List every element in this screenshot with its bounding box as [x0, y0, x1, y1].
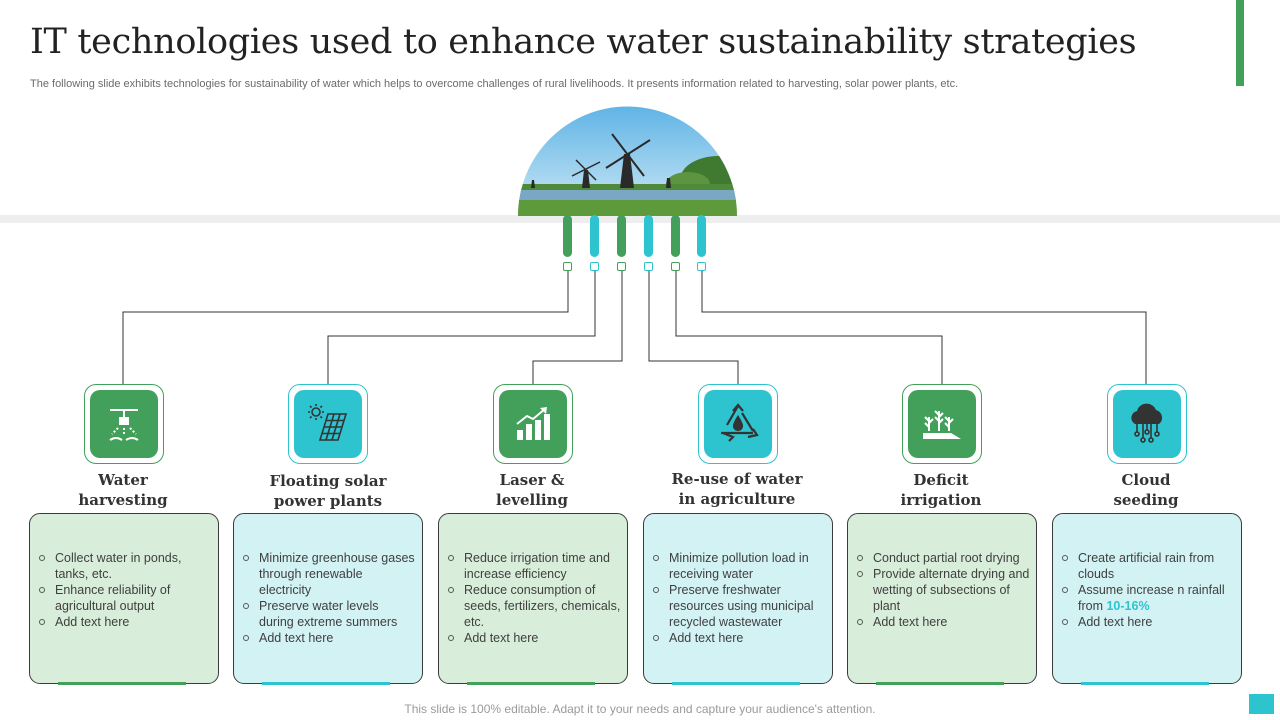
connector-pin: [671, 215, 680, 257]
info-card: Reduce irrigation time and increase effi…: [438, 513, 628, 685]
card-underline: [1081, 682, 1209, 685]
info-card: Create artificial rain from clouds Assum…: [1052, 513, 1242, 685]
bullet-item: Minimize greenhouse gases through renewa…: [240, 550, 416, 598]
growth-chart-icon: [499, 390, 567, 458]
water-reuse-icon-frame: [698, 384, 778, 464]
card-underline: [876, 682, 1004, 685]
bullet-item: Conduct partial root drying: [854, 550, 1030, 566]
info-card: Minimize pollution load in receiving wat…: [643, 513, 833, 685]
water-harvesting-icon-frame: [84, 384, 164, 464]
connector-pin: [590, 215, 599, 257]
info-card: Conduct partial root drying Provide alte…: [847, 513, 1037, 685]
bullet-item: Collect water in ponds, tanks, etc.: [36, 550, 212, 582]
water-recycle-icon: [704, 390, 772, 458]
connector-pin: [563, 215, 572, 257]
bullet-item: Preserve freshwater resources using muni…: [650, 582, 826, 630]
slide-subtitle: The following slide exhibits technologie…: [30, 78, 959, 90]
connector-node: [590, 262, 599, 271]
bullet-item: Enhance reliability of agricultural outp…: [36, 582, 212, 614]
connector-pin: [644, 215, 653, 257]
floating-solar-icon-frame: [288, 384, 368, 464]
connector-node: [671, 262, 680, 271]
laser-levelling-icon-frame: [493, 384, 573, 464]
solar-panel-icon: [294, 390, 362, 458]
bullet-item: Add text here: [445, 630, 621, 646]
info-card: Minimize greenhouse gases through renewa…: [233, 513, 423, 685]
card-underline: [672, 682, 800, 685]
bullet-item: Provide alternate drying and wetting of …: [854, 566, 1030, 614]
connector-node: [644, 262, 653, 271]
bullet-item: Assume increase n rainfall from 10-16%: [1059, 582, 1235, 614]
horizontal-divider: [0, 215, 1280, 223]
bullet-item: Create artificial rain from clouds: [1059, 550, 1235, 582]
windmill-landscape-image: [518, 106, 737, 216]
card-underline: [58, 682, 186, 685]
slide-title: IT technologies used to enhance water su…: [30, 22, 1137, 62]
cloud-network-icon: [1113, 390, 1181, 458]
card-underline: [262, 682, 390, 685]
bullet-item: Reduce irrigation time and increase effi…: [445, 550, 621, 582]
connector-node: [563, 262, 572, 271]
bullet-item: Add text here: [36, 614, 212, 630]
connector-pin: [617, 215, 626, 257]
connector-pin: [697, 215, 706, 257]
highlight-value: 10-16%: [1106, 599, 1150, 613]
bullet-item: Minimize pollution load in receiving wat…: [650, 550, 826, 582]
accent-bar: [1236, 0, 1244, 86]
connector-node: [617, 262, 626, 271]
corner-accent: [1249, 694, 1274, 714]
bullet-item: Preserve water levels during extreme sum…: [240, 598, 416, 630]
sprinkler-icon: [90, 390, 158, 458]
cloud-seeding-icon-frame: [1107, 384, 1187, 464]
deficit-irrigation-icon-frame: [902, 384, 982, 464]
card-underline: [467, 682, 595, 685]
bullet-item: Add text here: [1059, 614, 1235, 630]
bullet-item: Add text here: [240, 630, 416, 646]
footer-note: This slide is 100% editable. Adapt it to…: [404, 702, 876, 716]
bullet-item: Add text here: [854, 614, 1030, 630]
bullet-item: Reduce consumption of seeds, fertilizers…: [445, 582, 621, 630]
info-card: Collect water in ponds, tanks, etc. Enha…: [29, 513, 219, 685]
connector-node: [697, 262, 706, 271]
bullet-item: Add text here: [650, 630, 826, 646]
crop-field-icon: [908, 390, 976, 458]
column-title: Laser &levelling: [496, 471, 568, 509]
